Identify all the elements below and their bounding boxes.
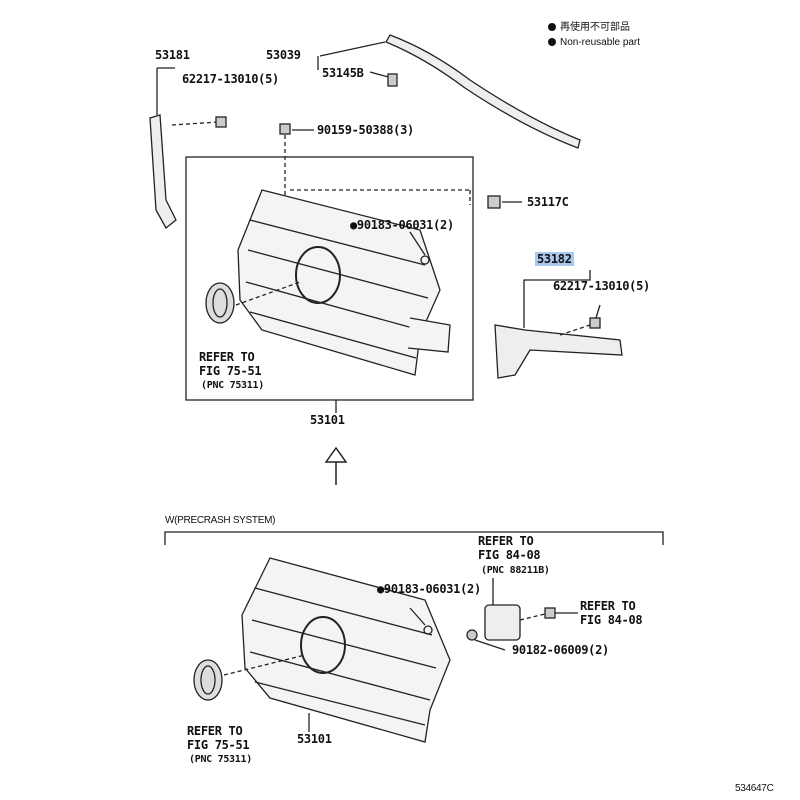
radar-sensor: [466, 578, 578, 651]
legend-item-jp: 再使用不可部品: [548, 20, 640, 35]
upper-emblem: [205, 281, 301, 324]
bullet-icon: [548, 38, 556, 46]
upper-grille: [237, 189, 451, 376]
part-label-53145b[interactable]: 53145B: [322, 66, 364, 80]
part-label-nut-upper[interactable]: ●90183-06031(2): [350, 218, 454, 232]
part-label-53101-lower[interactable]: 53101: [297, 732, 332, 746]
figure-id: 534647C: [735, 783, 774, 794]
up-arrow: [324, 446, 348, 485]
sensor-refer-pnc: (PNC 88211B): [481, 565, 550, 576]
refer-upper-pnc: (PNC 75311): [201, 380, 264, 391]
part-label-53117c[interactable]: 53117C: [527, 195, 569, 209]
legend: 再使用不可部品 Non-reusable part: [548, 20, 640, 50]
top-strip-part: [317, 34, 581, 149]
part-label-screw-lower[interactable]: 90182-06009(2): [512, 643, 609, 657]
refer-upper-line1: REFER TO: [199, 350, 255, 364]
sensor-refer-link[interactable]: FIG 84-08: [478, 548, 541, 562]
part-label-53101-upper[interactable]: 53101: [310, 413, 345, 427]
refer-upper-link[interactable]: FIG 75-51: [199, 364, 262, 378]
refer-lower-line1: REFER TO: [187, 724, 243, 738]
section-title: W(PRECRASH SYSTEM): [165, 515, 276, 526]
part-label-clip-left[interactable]: 62217-13010(5): [182, 72, 279, 86]
sensor-refer-line1: REFER TO: [478, 534, 534, 548]
bolt-refer-line1: REFER TO: [580, 599, 636, 613]
part-label-53181[interactable]: 53181: [155, 48, 190, 62]
lower-emblem: [193, 654, 306, 701]
legend-item-en: Non-reusable part: [548, 35, 640, 50]
left-molding-part: [149, 67, 227, 229]
part-label-53182-highlighted[interactable]: 53182: [535, 252, 574, 266]
assembly-box: [185, 156, 474, 401]
part-label-53039[interactable]: 53039: [266, 48, 301, 62]
bolt-refer-link[interactable]: FIG 84-08: [580, 613, 643, 627]
refer-lower-pnc: (PNC 75311): [189, 754, 252, 765]
right-molding-part: [494, 270, 623, 379]
lower-grille: [241, 557, 451, 743]
bullet-icon: [548, 23, 556, 31]
part-label-clip-right[interactable]: 62217-13010(5): [553, 279, 650, 293]
part-label-screw[interactable]: 90159-50388(3): [317, 123, 414, 137]
part-label-nut-lower[interactable]: ●90183-06031(2): [377, 582, 481, 596]
refer-lower-link[interactable]: FIG 75-51: [187, 738, 250, 752]
